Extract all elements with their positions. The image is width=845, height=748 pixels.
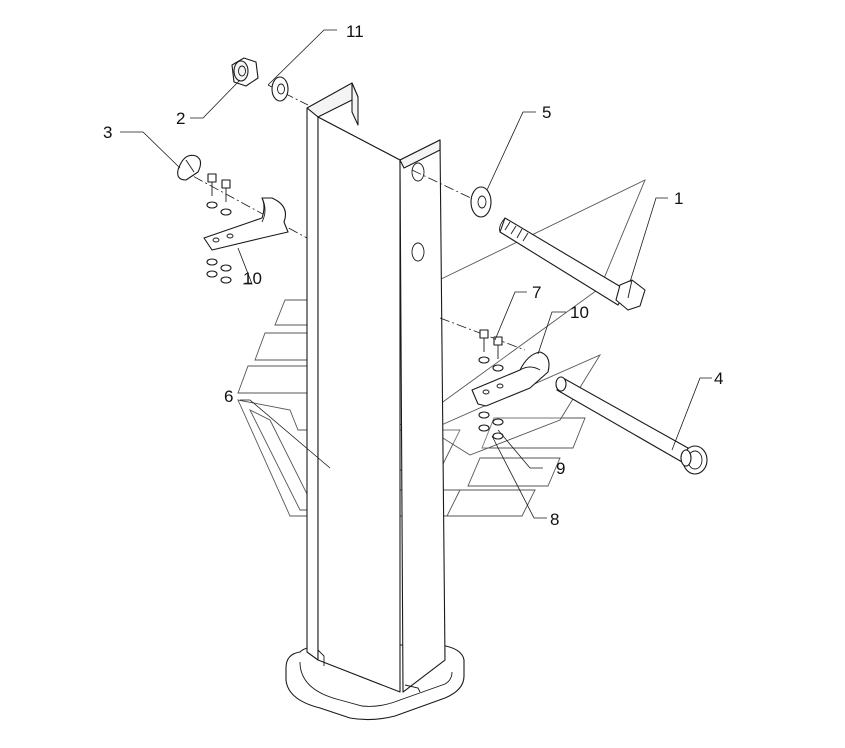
washer-part-11 (271, 76, 289, 102)
callout-8: 8 (550, 510, 559, 529)
callout-9: 9 (556, 459, 565, 478)
callout-2: 2 (176, 109, 185, 128)
bracket-part-10-right (471, 329, 550, 440)
callout-1: 1 (674, 189, 683, 208)
callout-4: 4 (714, 369, 723, 388)
bolt-part-1 (499, 217, 646, 311)
callout-6: 6 (224, 387, 233, 406)
callout-3: 3 (103, 123, 112, 142)
washer-part-5 (470, 186, 492, 218)
callout-leaders (120, 29, 712, 519)
nut-part-2 (231, 57, 259, 87)
bracket-part-10-left (203, 173, 289, 284)
clip-part-3 (177, 154, 202, 181)
pin-part-4 (555, 376, 708, 475)
upright-post (306, 82, 446, 693)
callout-10-left: 10 (243, 269, 262, 288)
callout-labels: 11 2 3 5 1 10 7 10 4 6 9 8 (103, 22, 723, 529)
callout-5: 5 (542, 103, 551, 122)
callout-7: 7 (532, 283, 541, 302)
callout-11: 11 (346, 22, 364, 41)
callout-10-right: 10 (570, 303, 589, 322)
